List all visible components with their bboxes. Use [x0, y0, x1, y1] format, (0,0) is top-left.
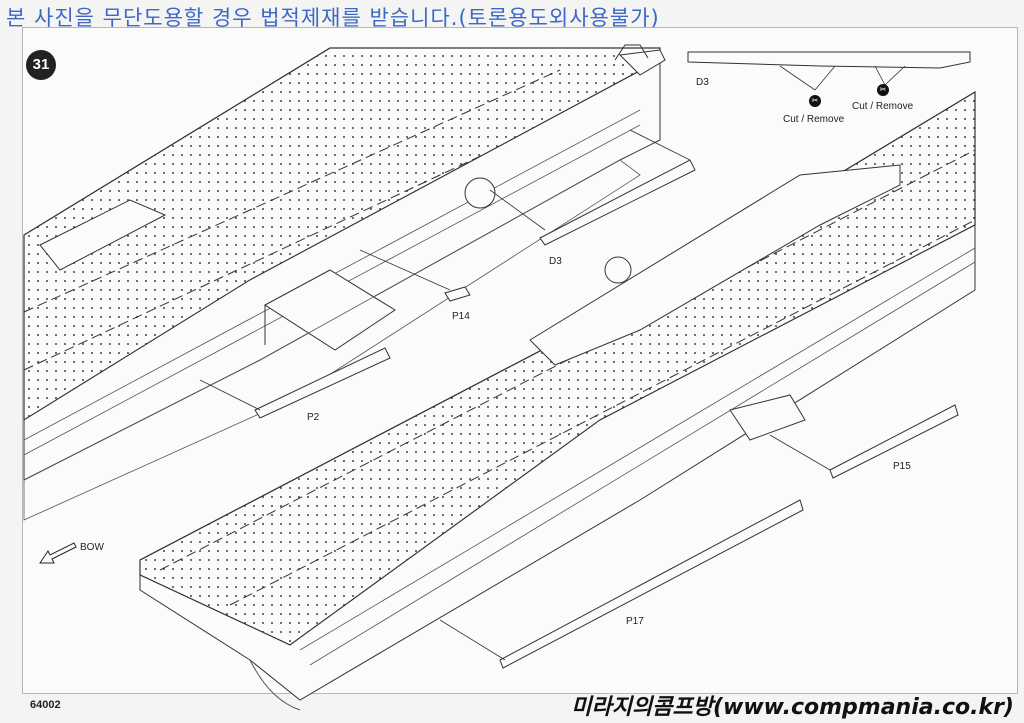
arrow-down-left-icon: [39, 542, 77, 564]
cut-remove-label-1: Cut / Remove: [783, 114, 845, 125]
cut-remove-label-2: Cut / Remove: [852, 101, 914, 112]
bow-direction-label: BOW: [80, 542, 104, 553]
part-label-p17: P17: [626, 616, 644, 627]
part-p2: [199, 347, 391, 419]
step-number-badge: 31: [26, 50, 56, 80]
copyright-notice: 본 사진을 무단도용할 경우 법적제재를 받습니다.(토론용도외사용불가): [6, 6, 660, 30]
product-code: 64002: [30, 699, 61, 711]
site-credit: 미라지의콤프방(www.compmania.co.kr): [571, 695, 1014, 720]
part-p17: [439, 499, 804, 669]
lower-deck: [139, 90, 976, 711]
scissors-icon: ✂: [877, 84, 889, 96]
part-p14: [359, 249, 471, 302]
part-d3-inset: [687, 51, 971, 91]
part-d3-main: [489, 129, 696, 246]
part-label-d3-inset: D3: [696, 77, 709, 88]
upper-deck: [23, 44, 666, 521]
part-label-p15: P15: [893, 461, 911, 472]
part-label-p2: P2: [307, 412, 320, 423]
part-label-d3: D3: [549, 256, 562, 267]
part-label-p14: P14: [452, 311, 470, 322]
part-p15: [769, 404, 959, 479]
scissors-icon: ✂: [809, 95, 821, 107]
